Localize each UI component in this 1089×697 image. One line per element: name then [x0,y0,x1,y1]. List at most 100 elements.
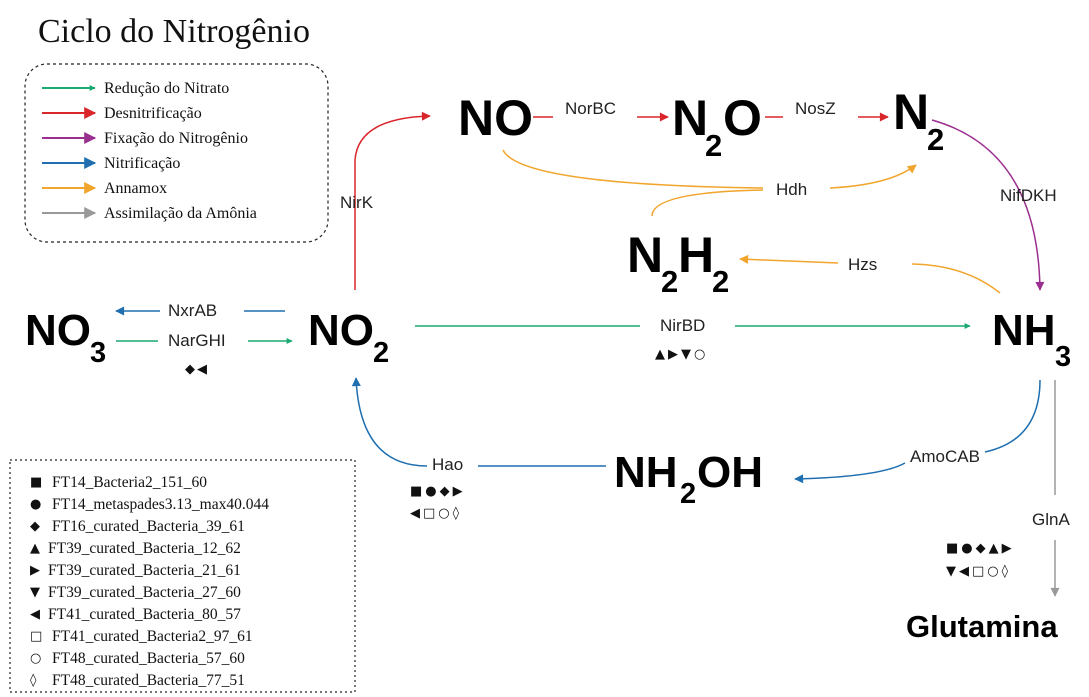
svg-text:FT48_curated_Bacteria_57_60: FT48_curated_Bacteria_57_60 [52,650,245,667]
enzyme-hdh: Hdh [776,180,807,199]
molecule-no2: NO 2 [308,306,389,369]
legend-label: Annamox [104,180,167,197]
enzyme-hzs: Hzs [848,255,877,274]
markers-hao-row2: ◀□○◊ [410,506,462,521]
svg-text:FT39_curated_Bacteria_27_60: FT39_curated_Bacteria_27_60 [48,584,241,601]
svg-text:H: H [678,227,714,283]
enzyme-glna: GlnA [1032,510,1070,529]
legend-item-nitrificacao: Nitrificação [42,155,180,172]
organism-key-item: ▶ FT39_curated_Bacteria_21_61 [30,562,241,579]
enzyme-nirbd: NirBD [660,316,705,335]
legend-item-assimilacao: Assimilação da Amônia [42,205,257,222]
svg-text:◀: ◀ [30,607,40,622]
organism-key-item: ▲ FT39_curated_Bacteria_12_62 [30,540,241,557]
svg-text:2: 2 [705,128,722,163]
svg-text:FT41_curated_Bacteria2_97_61: FT41_curated_Bacteria2_97_61 [52,628,253,645]
svg-text:2: 2 [927,122,944,157]
legend-label: Redução do Nitrato [104,80,229,97]
svg-text:▲: ▲ [30,541,40,556]
molecule-n2h2: N 2 H 2 [627,227,729,299]
arrow-n2h2-hdh [651,189,764,217]
svg-text:NH: NH [992,306,1056,355]
organism-key-item: ◆ FT16_curated_Bacteria_39_61 [30,518,245,535]
arrow-hzs-n2h2 [739,254,839,264]
arrow-nh3-hzs [911,263,1001,294]
enzyme-narghi: NarGHI [168,331,226,350]
svg-text:N: N [893,84,929,140]
arrow-hdh-n2 [829,164,917,189]
svg-text:NO: NO [308,306,374,355]
enzyme-amocab: AmoCAB [910,447,980,466]
legend-label: Desnitrificação [104,105,202,122]
molecule-nh3: NH 3 [992,306,1071,373]
svg-text:□: □ [30,629,42,644]
arrow-amocab-nh2oh [794,462,906,484]
enzyme-hao: Hao [432,455,463,474]
svg-text:2: 2 [680,478,696,510]
organism-key-item: ○ FT48_curated_Bacteria_57_60 [30,650,245,667]
svg-text:3: 3 [1055,341,1071,373]
enzyme-nirk: NirK [340,193,374,212]
arrow-n2-nh3 [931,119,1045,291]
molecule-nh2oh: NH 2 OH [614,448,763,510]
svg-text:FT14_Bacteria2_151_60: FT14_Bacteria2_151_60 [52,474,207,491]
organism-key-item: ▼ FT39_curated_Bacteria_27_60 [30,584,241,601]
svg-text:2: 2 [373,337,389,369]
diagram-title: Ciclo do Nitrogênio [38,13,310,50]
molecule-n2: N 2 [893,84,944,157]
svg-text:FT39_curated_Bacteria_21_61: FT39_curated_Bacteria_21_61 [48,562,241,579]
svg-text:N: N [627,227,663,283]
legend-box [24,63,329,243]
legend-item-reducao: Redução do Nitrato [42,80,229,97]
organism-key-box [9,459,356,693]
svg-text:FT48_curated_Bacteria_77_51: FT48_curated_Bacteria_77_51 [52,672,245,689]
svg-text:FT14_metaspades3.13_max40.044: FT14_metaspades3.13_max40.044 [52,496,269,513]
organism-key-item: ◊ FT48_curated_Bacteria_77_51 [30,672,245,689]
svg-text:●: ● [30,497,41,512]
svg-text:▼: ▼ [30,585,40,600]
markers-nirbd: ▲▶▼○ [655,347,708,362]
legend-item-annamox: Annamox [42,180,167,197]
arrow-nh3-amocab [984,379,1041,453]
organism-key: ■ FT14_Bacteria2_151_60 ● FT14_metaspades3… [30,474,269,689]
legend-label: Assimilação da Amônia [104,205,257,222]
arrow-no-hdh [502,149,764,189]
svg-text:OH: OH [697,448,763,497]
svg-text:FT39_curated_Bacteria_12_62: FT39_curated_Bacteria_12_62 [48,540,241,557]
legend-item-fixacao: Fixação do Nitrogênio [42,130,248,147]
svg-text:3: 3 [90,337,106,369]
legend-item-desnitrificacao: Desnitrificação [42,105,202,122]
organism-key-item: ● FT14_metaspades3.13_max40.044 [30,496,269,513]
svg-text:NO: NO [25,306,91,355]
enzyme-nifdkh: NifDKH [1000,186,1057,205]
svg-text:◊: ◊ [30,673,37,688]
markers-glna-row2: ▼◀□○◊ [946,564,1011,579]
svg-text:◆: ◆ [30,519,40,534]
enzyme-norbc: NorBC [565,99,616,118]
enzyme-nxrab: NxrAB [168,301,217,320]
svg-text:■: ■ [30,475,42,490]
svg-text:NH: NH [614,448,678,497]
svg-text:2: 2 [661,264,678,299]
organism-key-item: ◀ FT41_curated_Bacteria_80_57 [30,606,241,623]
svg-text:▶: ▶ [30,563,40,578]
svg-text:2: 2 [712,264,729,299]
svg-text:○: ○ [30,651,41,666]
legend: Redução do Nitrato Desnitrificação Fixaç… [42,80,257,222]
molecule-n2o: N 2 O [672,90,762,163]
svg-text:FT16_curated_Bacteria_39_61: FT16_curated_Bacteria_39_61 [52,518,245,535]
molecule-glutamina: Glutamina [906,609,1058,644]
arrow-no2-no [354,111,431,290]
legend-label: Fixação do Nitrogênio [104,130,248,147]
molecule-no3: NO 3 [25,306,106,369]
svg-text:FT41_curated_Bacteria_80_57: FT41_curated_Bacteria_80_57 [48,606,241,623]
legend-label: Nitrificação [104,155,180,172]
markers-glna-row1: ■●◆▲▶ [946,541,1015,556]
svg-text:N: N [672,90,708,146]
markers-hao-row1: ■●◆▶ [410,484,466,499]
arrow-hao-no2 [351,377,428,467]
organism-key-item: □ FT41_curated_Bacteria2_97_61 [30,628,253,645]
svg-text:O: O [723,90,762,146]
markers-narghi: ◆◀ [185,362,209,377]
